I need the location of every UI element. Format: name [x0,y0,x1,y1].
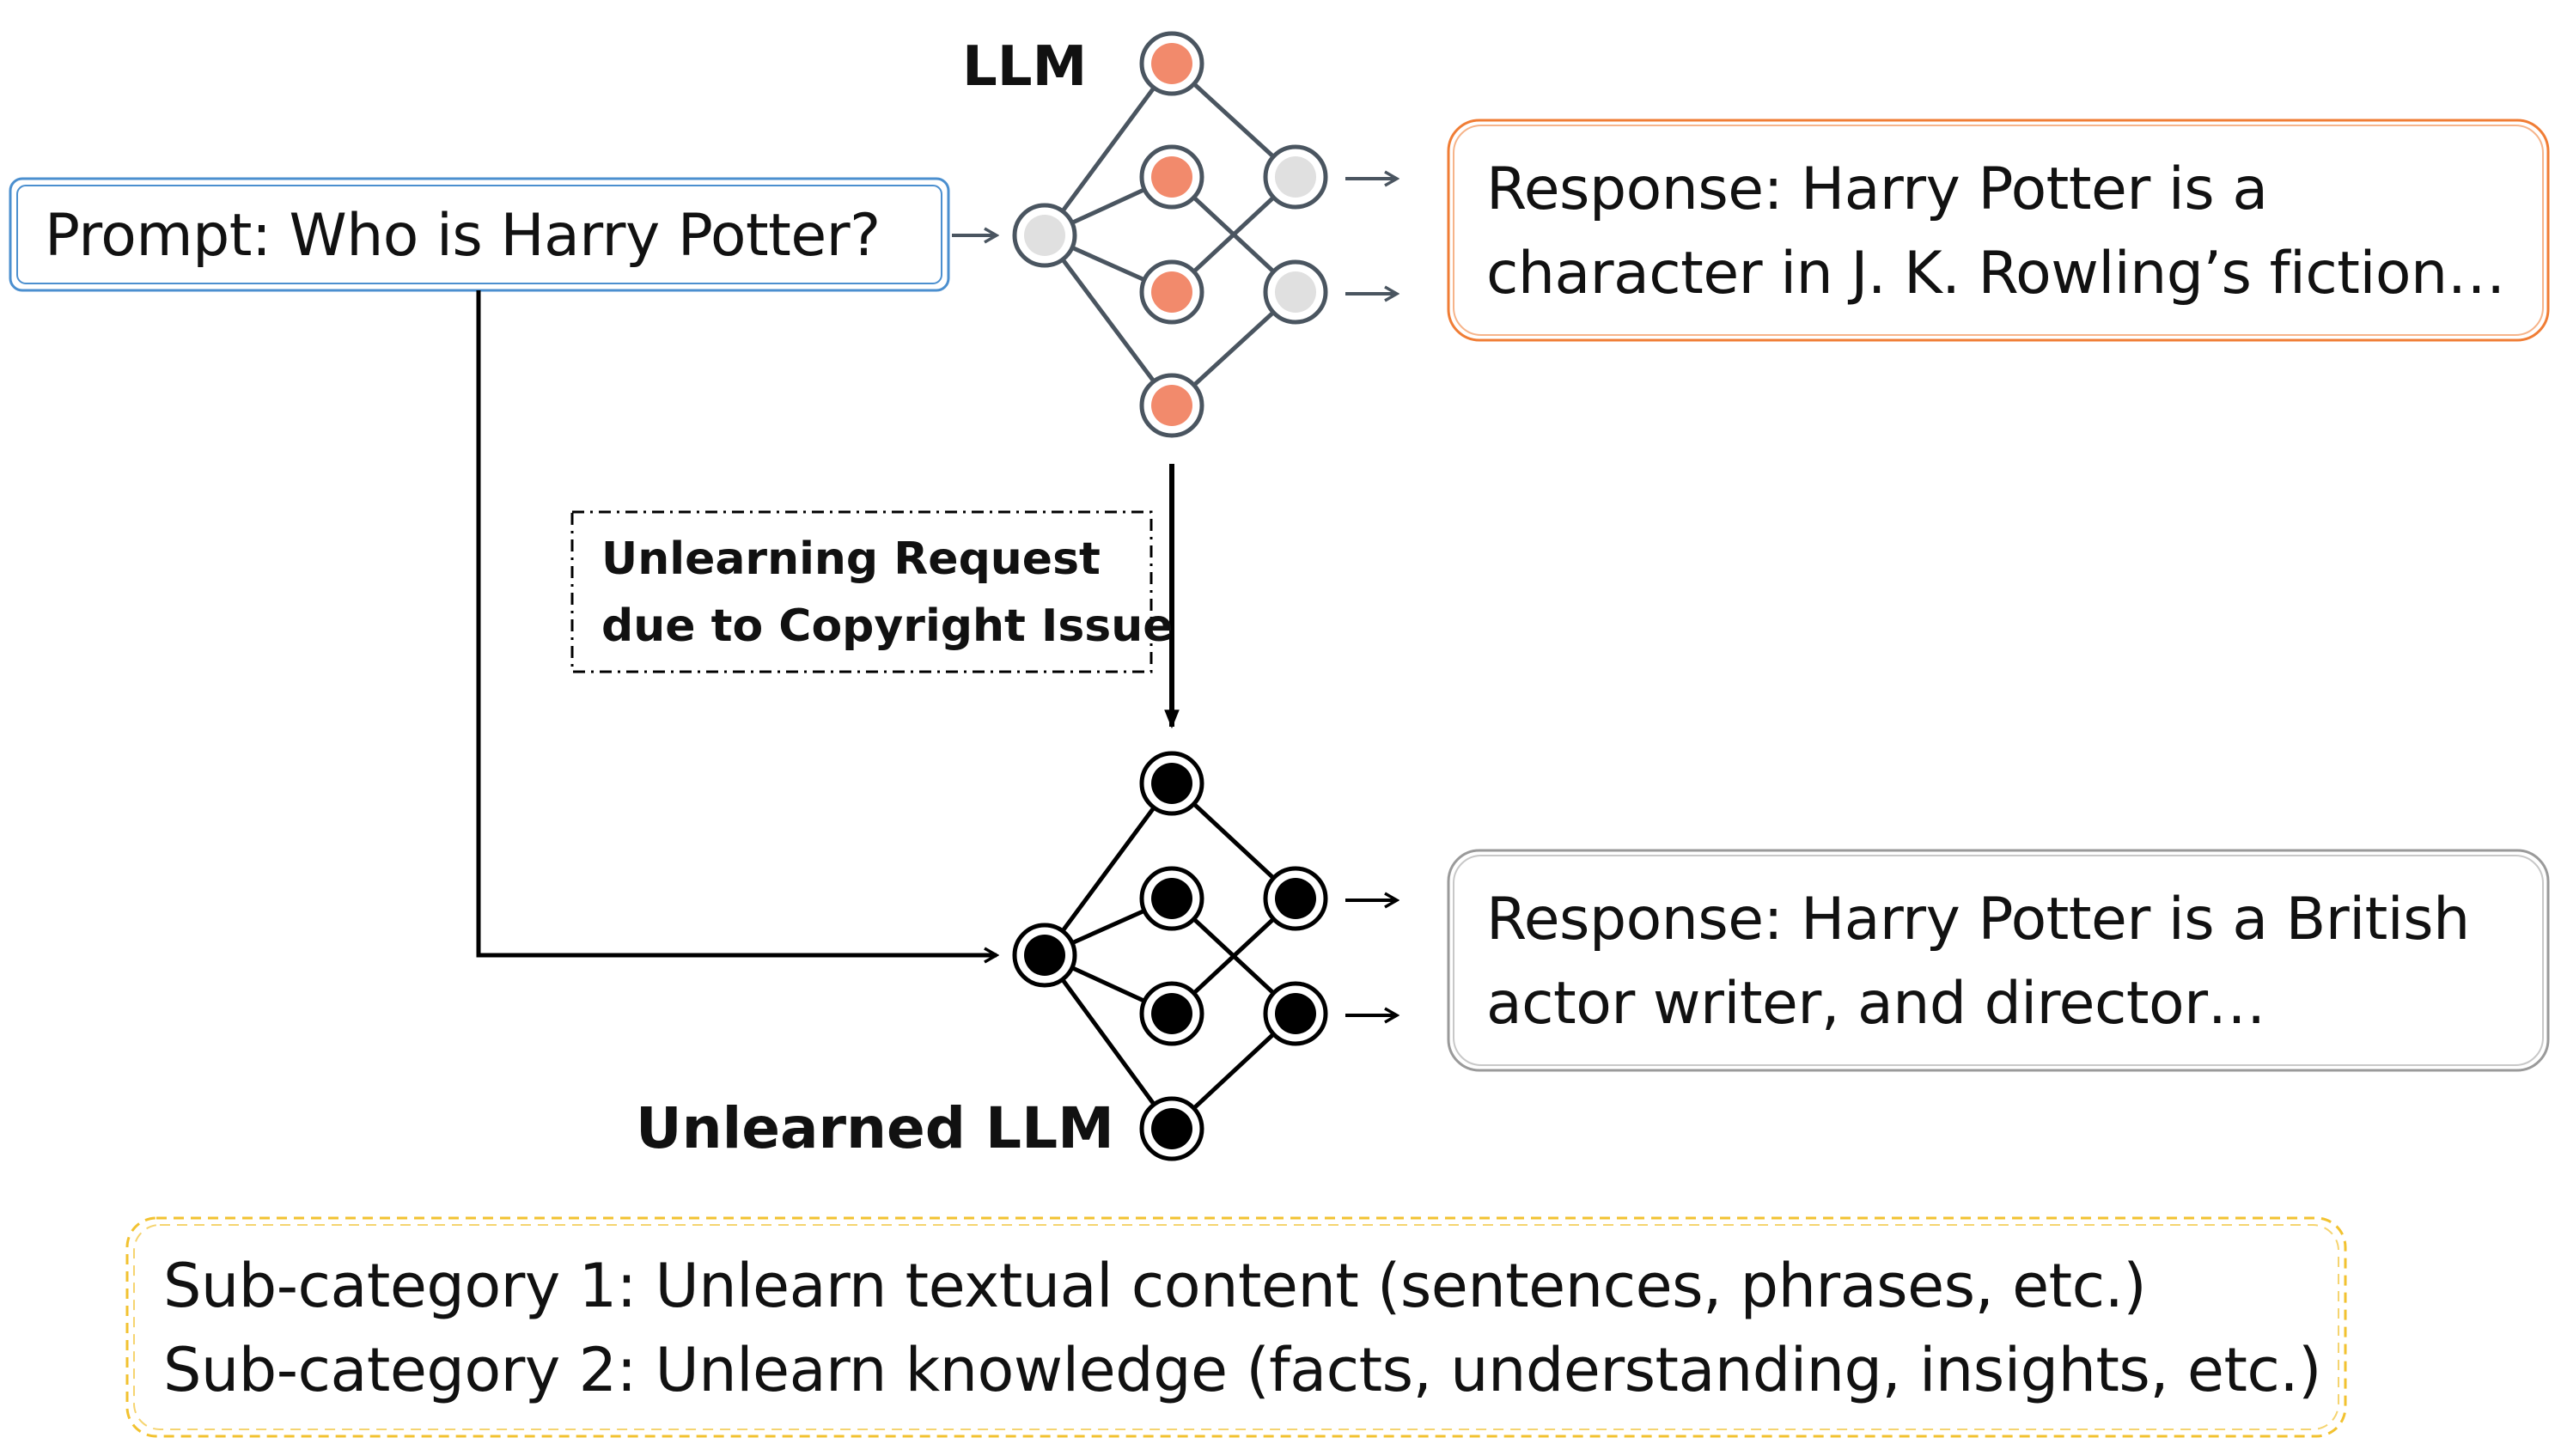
subcategory-line-1: Sub-category 1: Unlearn textual content … [163,1251,2147,1321]
unlearning-request-line-1: Unlearning Request [601,533,1101,585]
subcategory-line-2: Sub-category 2: Unlearn knowledge (facts… [163,1335,2321,1405]
response-original-line-1: Response: Harry Potter is a [1486,155,2268,223]
unlearning-request-line-2: due to Copyright Issue [601,600,1174,652]
llm-label: LLM [962,35,1088,99]
response-unlearned-line-1: Response: Harry Potter is a British [1486,886,2470,953]
unlearned-llm-label: Unlearned LLM [636,1095,1114,1161]
response-original-box [1447,119,2550,342]
unlearned-llm-edges [1042,782,1297,1130]
prompt-text: Prompt: Who is Harry Potter? [45,202,881,270]
llm-edges [1042,62,1297,407]
response-original-line-2: character in J. K. Rowling’s fiction… [1486,240,2506,308]
unlearning-request-box [570,510,1153,673]
response-unlearned-box [1447,849,2550,1072]
prompt-box [9,177,950,292]
subcategory-box [125,1216,2347,1438]
prompt-to-unlearned-arrow [476,290,997,955]
response-unlearned-line-2: actor writer, and director… [1486,970,2266,1038]
unlearned-llm-network [1012,751,1328,1161]
llm-network [1012,31,1328,438]
